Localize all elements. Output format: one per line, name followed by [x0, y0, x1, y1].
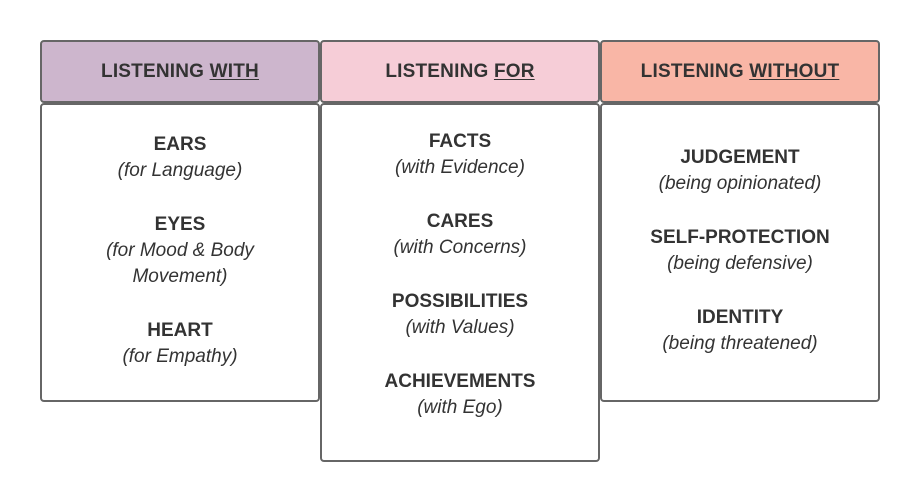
box-listening-without: JUDGEMENT (being opinionated) SELF-PROTE…: [600, 103, 880, 402]
box-listening-for: FACTS (with Evidence) CARES (with Concer…: [320, 103, 600, 462]
item-cares: CARES (with Concerns): [322, 209, 598, 261]
item-title: EARS: [153, 134, 207, 155]
item-title: SELF-PROTECTION: [650, 227, 830, 248]
item-title: ACHIEVEMENTS: [384, 371, 536, 392]
item-title: POSSIBILITIES: [391, 291, 529, 312]
item-title: IDENTITY: [696, 307, 784, 328]
header-listening-without: LISTENING WITHOUT: [600, 40, 880, 103]
header-listening-with: LISTENING WITH: [40, 40, 320, 103]
item-heart: HEART (for Empathy): [42, 318, 318, 370]
header-emphasis: WITH: [209, 60, 259, 82]
item-self-protection: SELF-PROTECTION (being defensive): [602, 225, 878, 277]
item-subtitle: (for Language): [117, 160, 243, 181]
item-title: HEART: [147, 320, 213, 341]
item-identity: IDENTITY (being threatened): [602, 305, 878, 357]
header-emphasis: WITHOUT: [749, 60, 840, 82]
item-achievements: ACHIEVEMENTS (with Ego): [322, 369, 598, 421]
item-facts: FACTS (with Evidence): [322, 129, 598, 181]
header-prefix: LISTENING: [385, 60, 489, 82]
item-ears: EARS (for Language): [42, 132, 318, 184]
item-subtitle: (being opinionated): [658, 173, 822, 194]
item-title: JUDGEMENT: [680, 147, 800, 168]
item-subtitle: (being defensive): [667, 253, 813, 274]
header-listening-for: LISTENING FOR: [320, 40, 600, 103]
box-listening-with: EARS (for Language) EYES (for Mood & Bod…: [40, 103, 320, 402]
item-subtitle: (with Concerns): [393, 237, 527, 258]
item-judgement: JUDGEMENT (being opinionated): [602, 145, 878, 197]
header-emphasis: FOR: [493, 60, 535, 82]
item-title: CARES: [426, 211, 494, 232]
header-prefix: LISTENING: [101, 60, 205, 82]
item-subtitle-line2: Movement): [132, 266, 228, 287]
item-title: EYES: [154, 214, 206, 235]
item-subtitle: (being threatened): [662, 333, 818, 354]
item-subtitle: (for Empathy): [122, 346, 238, 367]
item-title: FACTS: [428, 131, 492, 152]
item-subtitle: (for Mood & Body: [106, 240, 254, 261]
item-eyes: EYES (for Mood & Body Movement): [42, 212, 318, 290]
item-subtitle: (with Ego): [417, 397, 503, 418]
item-subtitle: (with Evidence): [395, 157, 525, 178]
item-possibilities: POSSIBILITIES (with Values): [322, 289, 598, 341]
header-prefix: LISTENING: [640, 60, 744, 82]
item-subtitle: (with Values): [405, 317, 515, 338]
